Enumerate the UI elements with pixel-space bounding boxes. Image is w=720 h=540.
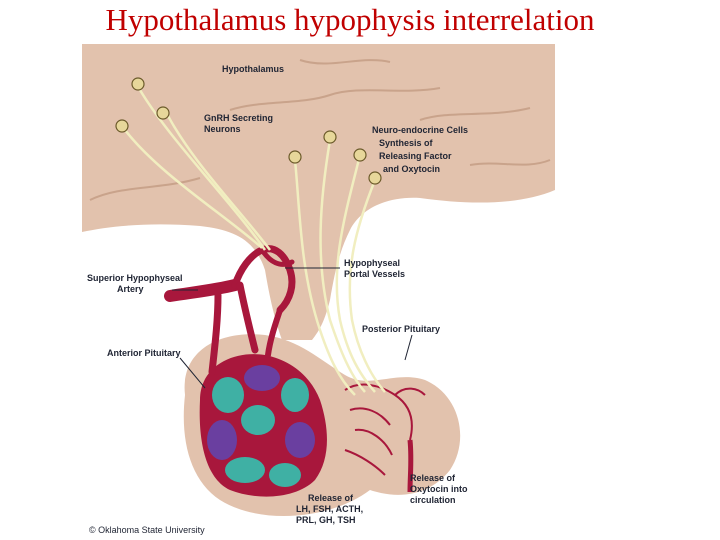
label-oxytocin-line1: Release of bbox=[410, 473, 456, 483]
label-artery-line2: Artery bbox=[117, 284, 144, 294]
label-neuro-line3: Releasing Factor bbox=[379, 151, 452, 161]
hypothalamus-tissue bbox=[82, 44, 555, 340]
label-artery-line1: Superior Hypophyseal bbox=[87, 273, 183, 283]
label-portal-line2: Portal Vessels bbox=[344, 269, 405, 279]
slide-title: Hypothalamus hypophysis interrelation bbox=[105, 2, 595, 37]
label-oxytocin-line3: circulation bbox=[410, 495, 456, 505]
label-neuro-line2: Synthesis of bbox=[379, 138, 434, 148]
label-neuro-line1: Neuro-endocrine Cells bbox=[372, 125, 468, 135]
posterior-capillaries bbox=[344, 383, 426, 493]
axon-bundle bbox=[124, 89, 386, 396]
label-posterior-pituitary: Posterior Pituitary bbox=[362, 324, 440, 334]
copyright-notice: © Oklahoma State University bbox=[89, 525, 205, 535]
label-neuro-line4: and Oxytocin bbox=[383, 164, 440, 174]
cell-clusters bbox=[207, 365, 315, 487]
label-hormones-line1: Release of bbox=[308, 493, 354, 503]
label-portal-line1: Hypophyseal bbox=[344, 258, 400, 268]
label-hypothalamus: Hypothalamus bbox=[222, 64, 284, 74]
portal-vessels bbox=[164, 245, 296, 376]
label-hormones-line3: PRL, GH, TSH bbox=[296, 515, 356, 525]
label-gnrh-line2: Neurons bbox=[204, 124, 241, 134]
neuron-cells bbox=[115, 77, 382, 185]
leader-lines bbox=[172, 267, 413, 389]
label-oxytocin-line2: Oxytocin into bbox=[410, 484, 468, 494]
label-gnrh-line1: GnRH Secreting bbox=[204, 113, 273, 123]
label-anterior-pituitary: Anterior Pituitary bbox=[107, 348, 181, 358]
anterior-pituitary-bed bbox=[199, 354, 327, 497]
label-hormones-line2: LH, FSH, ACTH, bbox=[296, 504, 363, 514]
